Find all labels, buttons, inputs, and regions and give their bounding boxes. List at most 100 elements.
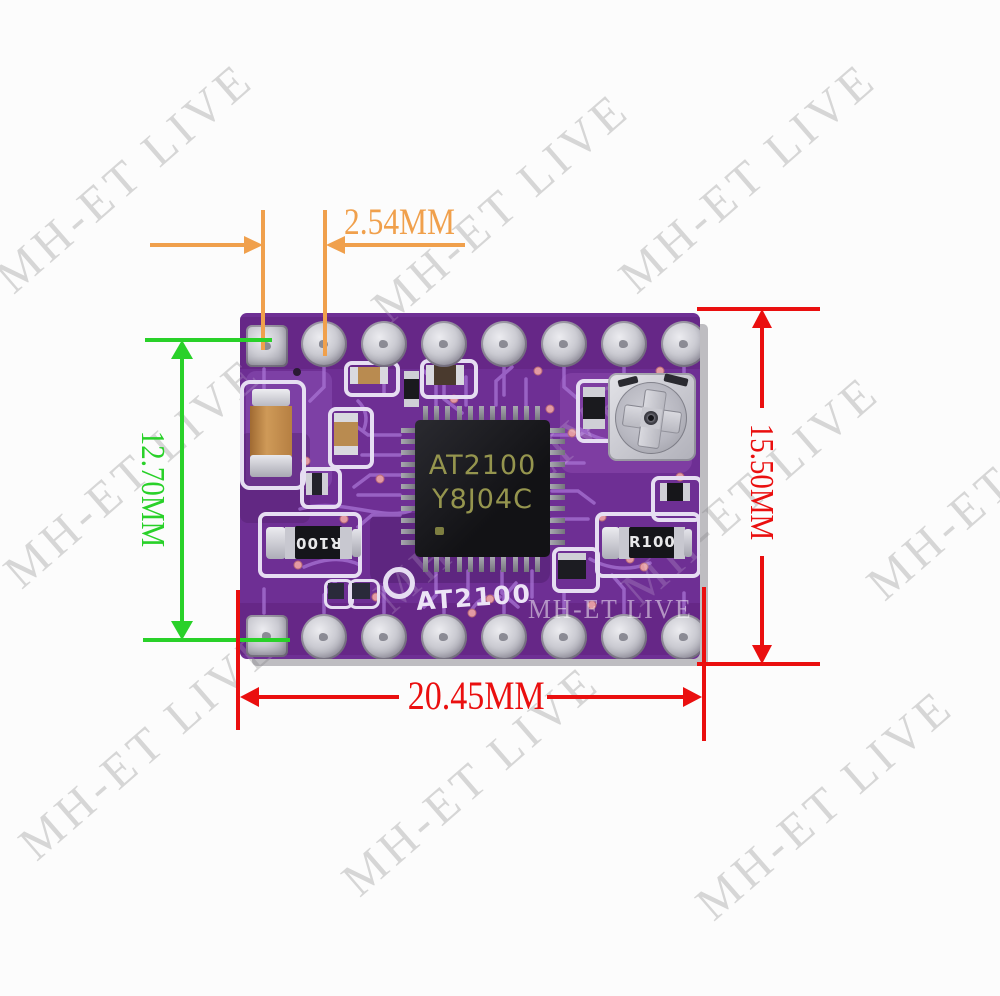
chip-lead: [401, 428, 416, 433]
pin-pad-top-3: [361, 321, 407, 367]
chip-lead: [479, 406, 484, 421]
dim-label-pin-pitch: 2.54MM: [344, 202, 455, 243]
dim-label-board-height: 15.50MM: [743, 423, 780, 541]
chip-lead: [550, 517, 565, 523]
silkscreen-box-comp4: [300, 467, 342, 509]
chip-lead: [456, 406, 462, 421]
chip-marking-line2: Y8J04C: [432, 484, 533, 515]
pin-pad-bottom-4: [421, 614, 467, 659]
dim-label-board-width: 20.45MM: [407, 673, 545, 718]
chip-lead: [479, 557, 484, 572]
trimpot-dial: [615, 382, 687, 454]
pin-pad-top-5: [481, 321, 527, 367]
chip-lead: [512, 406, 518, 421]
chip-lead: [501, 557, 507, 572]
resistor-left: R100: [266, 525, 362, 561]
chip-lead: [467, 406, 473, 421]
chip-lead: [445, 406, 451, 421]
smd-comp: [558, 553, 586, 579]
solder-mark: [679, 633, 688, 641]
pin-pad-bottom-7: [601, 614, 647, 659]
silkscreen-box-comp9: [348, 579, 380, 609]
chip-lead: [550, 472, 565, 478]
solder-mark: [439, 340, 448, 348]
chip-lead: [490, 557, 496, 572]
driver-chip: AT2100 Y8J04C: [415, 420, 550, 557]
dim-pin-pitch-lines: [150, 210, 465, 356]
smd-comp: [426, 365, 464, 385]
smd-comp: [583, 387, 605, 429]
silkscreen-box-resistor-right: [595, 512, 700, 578]
solder-mark: [319, 633, 328, 641]
chip-lead: [523, 406, 529, 421]
pin-pad-bottom-2: [301, 614, 347, 659]
solder-mark: [262, 632, 271, 640]
chip-lead: [512, 557, 518, 572]
chip-lead: [401, 517, 416, 523]
dim-height-lines: [697, 307, 820, 666]
chip-lead: [550, 450, 565, 456]
pin-pad-top-4: [421, 321, 467, 367]
pin-pad-bottom-1: [246, 615, 288, 657]
solder-mark: [439, 633, 448, 641]
smd-comp: [306, 473, 328, 495]
chip-lead: [401, 450, 416, 456]
chip-lead: [401, 528, 416, 534]
chip-lead: [434, 406, 440, 421]
chip-lead: [423, 557, 428, 572]
chip-lead: [550, 428, 565, 433]
smd-comp: [350, 367, 388, 384]
chip-lead: [401, 540, 416, 545]
smd-comp: [660, 483, 690, 501]
board-watermark-text: MH-ET LIVE: [528, 594, 693, 624]
chip-marking-line1: AT2100: [428, 450, 537, 481]
solder-mark: [619, 633, 628, 641]
chip-lead: [550, 495, 565, 501]
chip-lead: [423, 406, 428, 421]
pin-pad-bottom-5: [481, 614, 527, 659]
capacitor: [250, 389, 292, 477]
dim-label-row-span: 12.70MM: [134, 430, 171, 548]
chip-lead: [401, 461, 416, 467]
via-ring: [383, 567, 415, 599]
chip-lead: [401, 472, 416, 478]
silkscreen-box-comp6: [651, 476, 700, 522]
smd-comp: [334, 413, 358, 455]
pin-pad-bottom-3: [361, 614, 407, 659]
chip-lead: [550, 461, 565, 467]
chip-lead: [535, 406, 540, 421]
solder-mark: [679, 340, 688, 348]
chip-lead: [550, 484, 565, 489]
pin-pad-bottom-8: [661, 614, 700, 659]
solder-mark: [379, 340, 388, 348]
chip-pin1-dot: [435, 527, 444, 535]
chip-lead: [490, 406, 496, 421]
smd-comp: [328, 583, 344, 599]
chip-lead: [467, 557, 473, 572]
chip-lead: [434, 557, 440, 572]
solder-mark: [619, 340, 628, 348]
pin-pad-top-7: [601, 321, 647, 367]
chip-lead: [401, 506, 416, 512]
chip-lead: [501, 406, 507, 421]
chip-lead: [550, 439, 565, 445]
chip-lead: [401, 439, 416, 445]
chip-lead: [523, 557, 529, 572]
silkscreen-box-capacitor: [240, 380, 306, 490]
solder-mark: [499, 340, 508, 348]
resistor-right: R100: [602, 525, 692, 561]
chip-lead: [401, 484, 416, 489]
resistor-right-label: R100: [629, 533, 676, 551]
solder-mark: [559, 340, 568, 348]
silkscreen-box-comp7: [552, 547, 600, 593]
chip-lead: [550, 528, 565, 534]
pin-pad-top-6: [541, 321, 587, 367]
silkscreen-box-comp3: [328, 407, 374, 469]
chip-lead: [401, 495, 416, 501]
solder-mark: [559, 633, 568, 641]
solder-mark: [262, 342, 271, 350]
chip-lead: [445, 557, 451, 572]
